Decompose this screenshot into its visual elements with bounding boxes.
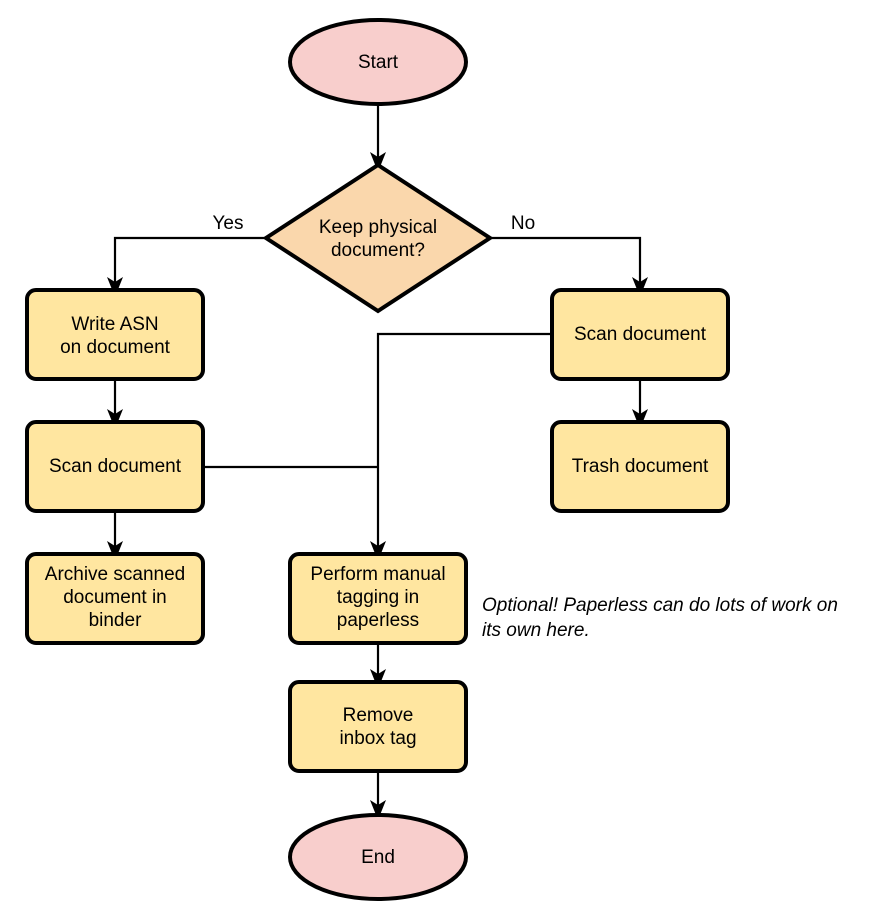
node-write-asn-label-line1: Write ASN: [71, 314, 158, 335]
node-write-asn-label-line2: on document: [60, 337, 171, 358]
node-remove-inbox-tag[interactable]: Remove inbox tag: [288, 680, 468, 773]
edge-scan-right-to-trash: [632, 379, 648, 429]
edge-scan-left-to-archive: [107, 511, 123, 561]
node-scan-document-left-shape[interactable]: [25, 420, 205, 513]
node-keep-physical-document-label-line2: document?: [331, 240, 425, 261]
node-write-asn[interactable]: Write ASN on document: [25, 288, 205, 381]
node-keep-physical-document-shape[interactable]: [262, 162, 494, 314]
node-perform-manual-tagging-shape[interactable]: [288, 552, 468, 645]
node-trash-document-shape[interactable]: [550, 420, 730, 513]
node-remove-inbox-tag-shape[interactable]: [288, 680, 468, 773]
edge-manual-tagging-to-remove-inbox: [370, 643, 386, 689]
node-remove-inbox-tag-label-line1: Remove: [343, 705, 414, 726]
node-scan-document-left-label: Scan document: [49, 456, 182, 477]
node-archive-scanned-document-label-line3: binder: [89, 610, 142, 631]
edge-remove-inbox-to-end: [370, 771, 386, 820]
node-write-asn-shape[interactable]: [25, 288, 205, 381]
annotation-optional-note-line2: its own here.: [482, 620, 590, 641]
node-start[interactable]: Start: [288, 18, 468, 106]
node-start-label: Start: [358, 52, 399, 73]
node-end[interactable]: End: [288, 813, 468, 901]
edge-keep-to-write-asn: [107, 236, 265, 297]
node-keep-physical-document[interactable]: Keep physical document?: [262, 162, 494, 314]
edge-write-asn-to-scan-left: [107, 379, 123, 429]
node-scan-document-right-label: Scan document: [574, 324, 707, 345]
node-end-shape[interactable]: [288, 813, 468, 901]
node-archive-scanned-document-shape[interactable]: [25, 552, 205, 645]
node-end-label: End: [361, 847, 395, 868]
node-scan-document-right-shape[interactable]: [550, 288, 730, 381]
edge-label-no: No: [511, 213, 535, 234]
annotation-optional-note-line1: Optional! Paperless can do lots of work …: [482, 595, 838, 616]
node-keep-physical-document-label-line1: Keep physical: [319, 217, 437, 238]
node-trash-document-label: Trash document: [572, 456, 709, 477]
node-start-shape[interactable]: [288, 18, 468, 106]
edge-labels-layer: Yes No: [213, 213, 536, 234]
node-perform-manual-tagging-label-line1: Perform manual: [310, 564, 445, 585]
node-perform-manual-tagging-label-line2: tagging in: [337, 587, 419, 608]
edge-keep-to-scan-right: [490, 236, 648, 297]
edge-scan-right-to-manual-tagging: [370, 332, 552, 561]
edges-layer: [107, 104, 648, 820]
annotation-optional-note: Optional! Paperless can do lots of work …: [482, 595, 838, 641]
edge-label-yes: Yes: [213, 213, 244, 234]
node-trash-document[interactable]: Trash document: [550, 420, 730, 513]
edge-start-to-keep: [370, 104, 386, 172]
node-remove-inbox-tag-label-line2: inbox tag: [339, 728, 416, 749]
node-scan-document-right[interactable]: Scan document: [550, 288, 730, 381]
node-archive-scanned-document-label-line1: Archive scanned: [45, 564, 185, 585]
node-archive-scanned-document-label-line2: document in: [63, 587, 167, 608]
node-perform-manual-tagging-label-line3: paperless: [337, 610, 419, 631]
node-scan-document-left[interactable]: Scan document: [25, 420, 205, 513]
node-archive-scanned-document[interactable]: Archive scanned document in binder: [25, 552, 205, 645]
nodes-layer: Start Keep physical document? Write ASN …: [25, 18, 730, 901]
node-perform-manual-tagging[interactable]: Perform manual tagging in paperless: [288, 552, 468, 645]
